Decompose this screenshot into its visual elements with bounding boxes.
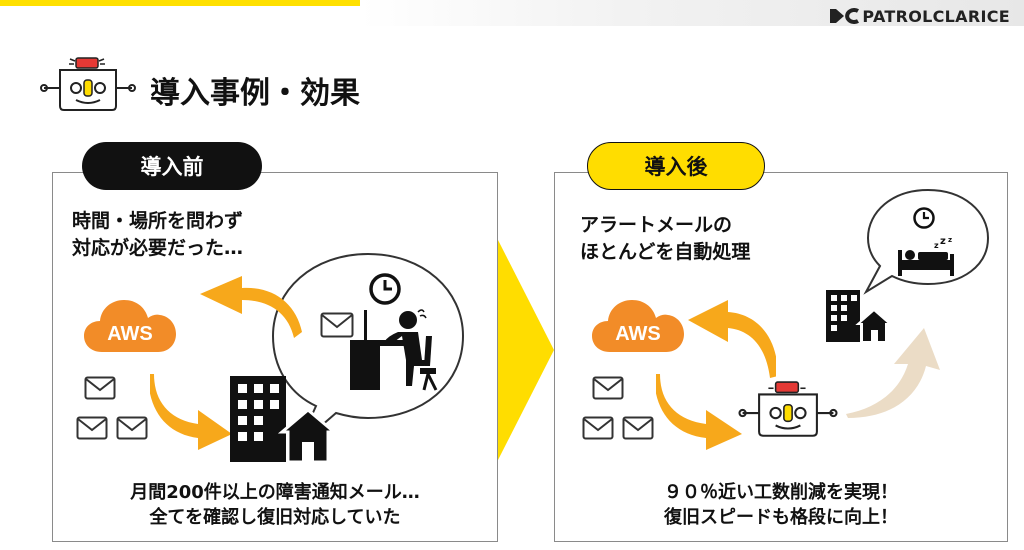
robot-icon [40, 57, 136, 111]
svg-text:z: z [940, 236, 946, 247]
logo-strip [360, 0, 1024, 26]
brand-mark-icon [830, 8, 860, 24]
arrow-to-aws [200, 276, 302, 338]
arrow-to-building [846, 328, 940, 418]
aws-label: AWS [107, 323, 153, 345]
mail-icon [84, 376, 116, 400]
mail-icon [76, 416, 108, 440]
brand-logo: PATROLCLARICE [830, 6, 1010, 26]
mail-icon [582, 416, 614, 440]
brand-name: PATROLCLARICE [862, 6, 1010, 26]
page-title: 導入事例・効果 [150, 76, 360, 111]
after-label: 導入後 [587, 142, 765, 190]
aws-cloud-icon: AWS [592, 300, 684, 352]
mail-icon [116, 416, 148, 440]
svg-text:z: z [948, 236, 952, 244]
mail-icon [622, 416, 654, 440]
before-result-line-2: 全てを確認し復旧対応していた [149, 507, 401, 528]
mail-icon [592, 376, 624, 400]
mail-icon [320, 312, 354, 338]
building-icon [826, 290, 892, 342]
worker-at-desk-icon [350, 309, 438, 391]
after-description: アラートメールの ほとんどを自動処理 [580, 212, 750, 266]
building-icon [230, 376, 334, 462]
clock-icon [913, 207, 935, 229]
sleep-speech-bubble [863, 188, 990, 295]
before-line-1: 時間・場所を問わず [72, 210, 244, 232]
aws-label: AWS [615, 323, 661, 345]
transition-arrow [498, 240, 554, 460]
after-result-line-1: ９０％近い工数削減を実現！ [664, 482, 898, 503]
clock-icon [369, 273, 401, 305]
before-result: 月間200件以上の障害通知メール… 全てを確認し復旧対応していた [52, 480, 498, 530]
top-accent-bar [0, 0, 360, 6]
robot-icon [738, 381, 838, 437]
before-label: 導入前 [82, 142, 262, 190]
after-line-2: ほとんどを自動処理 [580, 241, 751, 263]
arrow-to-aws [688, 300, 776, 378]
after-line-1: アラートメールの [580, 214, 733, 236]
svg-text:z: z [934, 241, 939, 250]
before-line-2: 対応が必要だった… [72, 237, 244, 259]
before-result-line-1: 月間200件以上の障害通知メール… [130, 482, 420, 503]
aws-cloud-icon: AWS [84, 300, 176, 352]
arrow-to-building [150, 374, 232, 450]
arrow-to-robot [656, 374, 742, 450]
after-result-line-2: 復旧スピードも格段に向上！ [664, 507, 898, 528]
after-result: ９０％近い工数削減を実現！ 復旧スピードも格段に向上！ [554, 480, 1008, 530]
before-description: 時間・場所を問わず 対応が必要だった… [72, 208, 243, 262]
sleeping-bed-icon: z z z [898, 236, 954, 276]
